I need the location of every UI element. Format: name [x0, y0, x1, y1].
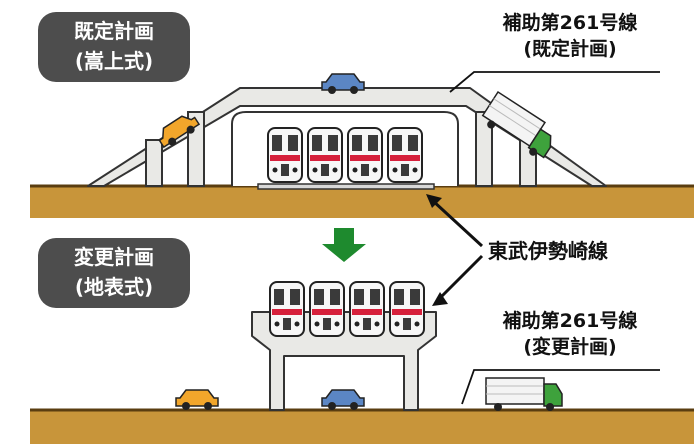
track-top [257, 183, 435, 190]
changed-plan-diagram [30, 281, 694, 444]
ground-top [30, 186, 694, 218]
ground-bottom [30, 410, 694, 444]
road-label-leader-top [449, 71, 660, 93]
existing-road-note: (既定計画) [523, 38, 617, 60]
road-label-leader-bottom [461, 369, 660, 405]
changed-road-name: 補助第261号線 [502, 310, 638, 332]
overpass-pier [145, 139, 163, 187]
existing-plan-badge: 既定計画 (嵩上式) [38, 12, 190, 82]
railway-pointer [430, 198, 484, 302]
pointer-arrowhead [432, 292, 448, 306]
car-icon [175, 389, 219, 410]
changed-road-label: 補助第261号線 (変更計画) [470, 308, 670, 360]
existing-plan-title: 既定計画 [74, 19, 154, 43]
truck-icon [481, 90, 552, 159]
overpass-pier [475, 111, 493, 187]
changed-plan-title: 変更計画 [74, 245, 154, 269]
existing-road-label: 補助第261号線 (既定計画) [470, 10, 670, 62]
car-icon [321, 73, 365, 94]
pointer-arrowhead [426, 194, 442, 208]
changed-plan-badge: 変更計画 (地表式) [38, 238, 190, 308]
car-icon [158, 115, 201, 149]
truck-icon [485, 377, 563, 411]
down-arrow-icon [322, 228, 366, 262]
changed-road-note: (変更計画) [523, 336, 617, 358]
existing-plan-diagram [30, 71, 694, 218]
existing-road-name: 補助第261号線 [502, 12, 638, 34]
existing-plan-subtitle: (嵩上式) [74, 49, 154, 73]
car-icon [321, 389, 365, 410]
railway-label: 東武伊勢崎線 [488, 239, 608, 263]
overpass-underpass-opening [231, 111, 459, 186]
changed-plan-subtitle: (地表式) [74, 275, 154, 299]
